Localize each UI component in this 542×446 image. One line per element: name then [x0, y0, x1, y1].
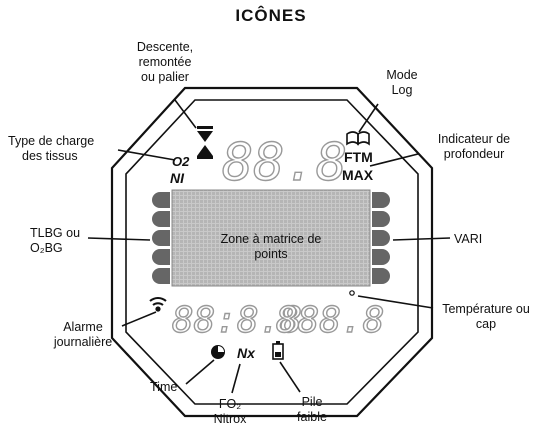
label-pile-line1: Pile	[301, 395, 323, 409]
time-digits: 88:8.8	[172, 300, 302, 341]
label-type-charge: Type de charge des tissus	[8, 134, 120, 164]
label-vari: VARI	[454, 232, 483, 246]
o2-icon: O2	[172, 154, 190, 169]
low-battery-icon	[272, 341, 284, 360]
tlbg-bar-graph	[152, 192, 170, 284]
label-type-charge-line2: des tissus	[22, 149, 78, 163]
label-fo2: FO₂ Nitrox	[200, 397, 260, 427]
label-fo2-line1: FO₂	[218, 397, 242, 411]
label-tlbg: TLBG ou O₂BG	[30, 226, 100, 256]
diagram-title: ICÔNES	[235, 6, 307, 25]
label-alarme-line2: journalière	[53, 335, 113, 349]
label-temperature-line2: cap	[475, 317, 497, 331]
ftm-icon: FTM	[344, 149, 373, 165]
depth-digits: 88.8	[222, 133, 347, 193]
label-mode-log-line1: Mode	[386, 68, 418, 82]
clock-icon	[211, 345, 225, 359]
daily-alarm-icon	[149, 297, 167, 312]
max-icon: MAX	[342, 167, 374, 183]
label-type-charge-line1: Type de charge	[8, 134, 95, 148]
label-pile-line2: faible	[297, 410, 327, 424]
label-indicateur: Indicateur de profondeur	[418, 132, 530, 162]
label-tlbg-line2: O₂BG	[30, 241, 63, 255]
label-descente: Descente, remontée ou palier	[110, 40, 220, 85]
logbook-icon	[346, 131, 370, 146]
label-descente-line2: remontée	[138, 55, 192, 69]
label-time: Time	[150, 380, 178, 394]
dot-matrix-zone	[171, 189, 371, 287]
matrix-label-line1: Zone à matrice de	[221, 232, 322, 246]
nx-icon: Nx	[237, 345, 256, 361]
label-mode-log-line2: Log	[391, 83, 413, 97]
temperature-digits: 888.8	[276, 300, 384, 341]
descent-ascent-icon	[197, 126, 213, 159]
degree-icon	[349, 290, 355, 296]
vari-bar-graph	[372, 192, 390, 284]
label-pile: Pile faible	[282, 395, 342, 425]
label-alarme: Alarme journalière	[38, 320, 128, 350]
label-temperature-line1: Température ou	[442, 302, 530, 316]
callout-lines	[87, 99, 451, 394]
label-descente-line3: ou palier	[141, 70, 189, 84]
label-descente-line1: Descente,	[136, 40, 194, 54]
ni-icon: NI	[170, 170, 185, 186]
label-temperature: Température ou cap	[434, 302, 538, 332]
label-indicateur-line1: Indicateur de	[437, 132, 511, 146]
label-tlbg-line1: TLBG ou	[30, 226, 81, 240]
label-mode-log: Mode Log	[372, 68, 432, 98]
matrix-label-line2: points	[254, 247, 287, 261]
label-fo2-line2: Nitrox	[213, 412, 247, 426]
label-alarme-line1: Alarme	[63, 320, 103, 334]
label-indicateur-line2: profondeur	[443, 147, 505, 161]
